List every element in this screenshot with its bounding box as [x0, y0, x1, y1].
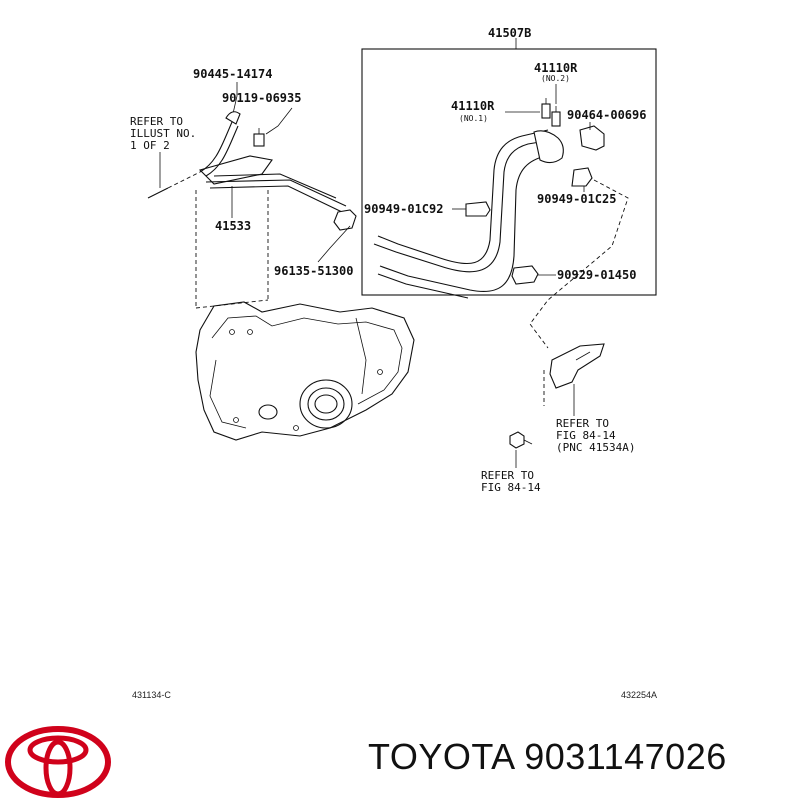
clamp-bottom-drawing — [511, 265, 539, 285]
label-hose-no1: 41110R — [451, 99, 495, 113]
clip-right2-drawing — [571, 167, 593, 187]
label-bolt: 90119-06935 — [222, 91, 301, 105]
label-hose-no2-sub: (NO.2) — [541, 74, 570, 83]
label-refer-fig-a-1: REFER TO — [556, 417, 609, 430]
label-refer-fig-b-2: FIG 84-14 — [481, 481, 541, 494]
bushing-drawing — [333, 209, 357, 231]
label-assembly: 41507B — [488, 26, 531, 40]
clip-right-drawing — [579, 125, 605, 151]
clip-left-drawing — [465, 201, 491, 217]
tube-assembly-drawing — [147, 111, 347, 213]
label-refer-illust-2: ILLUST NO. — [130, 127, 196, 140]
code-left: 431134-C — [132, 690, 171, 700]
label-clip-right: 90464-00696 — [567, 108, 646, 122]
label-clip-left: 90949-01C92 — [364, 202, 443, 216]
small-bolt-drawing — [509, 431, 525, 449]
toyota-logo-icon — [5, 726, 111, 798]
label-clamp-top: 90445-14174 — [193, 67, 272, 81]
label-refer-fig-b-1: REFER TO — [481, 469, 534, 482]
transfer-case-drawing — [195, 301, 415, 441]
label-refer-illust-1: REFER TO — [130, 115, 183, 128]
assembly-box — [361, 48, 657, 296]
label-hose-no1-sub: (NO.1) — [459, 114, 488, 123]
label-clamp-bottom: 90929-01450 — [557, 268, 636, 282]
label-hose-no2: 41110R — [534, 61, 578, 75]
label-refer-fig-a-3: (PNC 41534A) — [556, 441, 635, 454]
brand-part-number: TOYOTA 9031147026 — [368, 736, 727, 777]
label-refer-illust-3: 1 OF 2 — [130, 139, 170, 152]
bracket-drawing — [543, 343, 605, 406]
label-clip-right2: 90949-01C25 — [537, 192, 616, 206]
label-refer-fig-a-2: FIG 84-14 — [556, 429, 616, 442]
hose-drawing — [373, 98, 564, 299]
code-right: 432254A — [621, 690, 657, 700]
label-bushing: 96135-51300 — [274, 264, 353, 278]
label-tube: 41533 — [215, 219, 251, 233]
